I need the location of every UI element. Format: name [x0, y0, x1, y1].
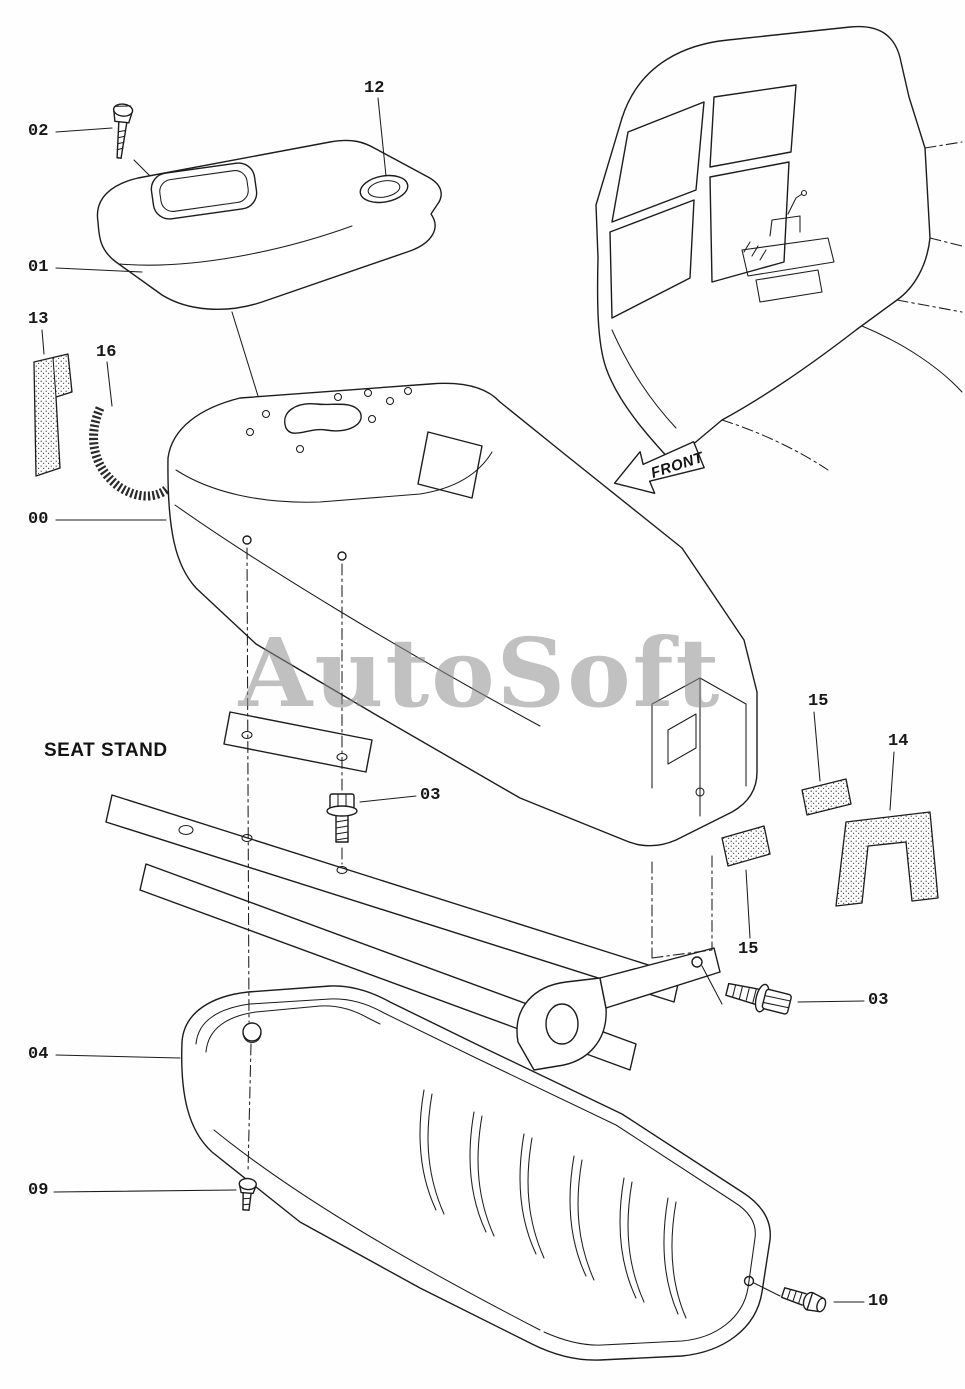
cab-windshield [611, 101, 705, 223]
cab-side-window [709, 84, 797, 168]
part-label-15-lower: 15 [738, 940, 759, 959]
screw-09 [238, 1177, 257, 1211]
part-label-14: 14 [888, 732, 909, 751]
part-label-02: 02 [28, 122, 49, 141]
part-label-01: 01 [28, 258, 49, 277]
cab-door-window [709, 161, 790, 283]
part-label-03-right: 03 [868, 991, 889, 1010]
bracket-part-13 [33, 353, 73, 477]
screw-02 [112, 103, 134, 159]
screw-10 [780, 1287, 827, 1313]
console-part-00 [167, 382, 758, 847]
cab-illustration [595, 25, 963, 471]
part-label-03-left: 03 [420, 786, 441, 805]
bolt-03-vertical [326, 793, 358, 843]
part-label-12: 12 [364, 79, 385, 98]
cab-lower-window [609, 199, 695, 319]
seat-stand-rails [105, 711, 721, 1071]
part-label-15-upper: 15 [808, 692, 829, 711]
tray-part-04 [181, 985, 771, 1361]
part-label-13: 13 [28, 310, 49, 329]
bolt-03-horizontal [725, 982, 792, 1015]
pad-part-15-lower [721, 825, 771, 867]
front-arrow: FRONT [613, 441, 707, 494]
cover-part-01 [96, 139, 442, 397]
part-label-04: 04 [28, 1045, 49, 1064]
pad-part-14 [835, 811, 939, 907]
part-label-09: 09 [28, 1181, 49, 1200]
seat-stand-caption: SEAT STAND [44, 740, 168, 761]
pad-part-15-upper [801, 778, 852, 816]
alignment-lines [246, 547, 343, 1173]
part-label-10: 10 [868, 1292, 889, 1311]
part-label-00: 00 [28, 510, 49, 529]
part-label-16: 16 [96, 343, 117, 362]
leader-lines [41, 97, 895, 1303]
coil-part-16 [89, 406, 172, 501]
hole-12 [359, 174, 409, 204]
